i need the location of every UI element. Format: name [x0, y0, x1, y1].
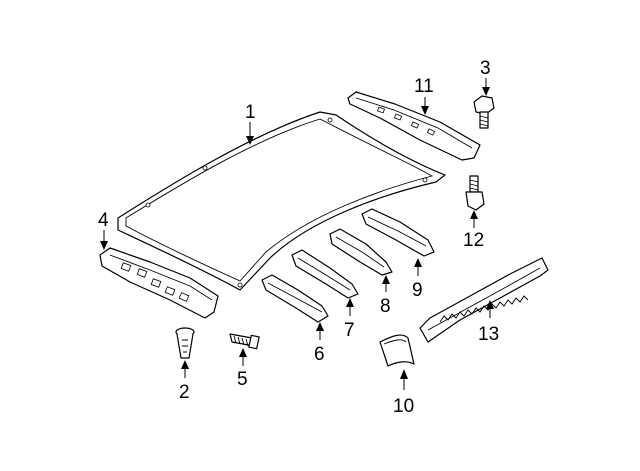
callout-8: 8 [380, 296, 391, 317]
callout-11: 11 [414, 76, 434, 97]
leader-lines [100, 78, 494, 390]
part-3-bolt [473, 95, 495, 129]
part-13-side-rail [419, 257, 549, 343]
part-12-bolt [465, 175, 485, 211]
part-7-roof-bow [291, 249, 359, 299]
part-4-front-header [99, 247, 219, 319]
part-9-roof-bow [361, 208, 435, 257]
callout-12: 12 [463, 230, 484, 251]
callout-9: 9 [412, 280, 423, 301]
part-2-clip [175, 327, 195, 359]
callout-6: 6 [314, 344, 325, 365]
callout-4: 4 [98, 210, 109, 231]
part-8-roof-bow [329, 228, 393, 276]
part-1-roof-panel [117, 111, 446, 291]
callout-5: 5 [237, 369, 248, 390]
callout-13: 13 [478, 324, 499, 345]
callout-10: 10 [393, 396, 414, 417]
callouts: 1 2 3 4 5 6 7 8 9 10 11 12 13 [98, 58, 499, 417]
part-6-roof-bow [261, 274, 329, 323]
callout-7: 7 [344, 320, 355, 341]
part-11-rear-header [347, 91, 481, 161]
part-5-bolt [229, 333, 260, 350]
callout-1: 1 [245, 102, 256, 123]
callout-2: 2 [179, 382, 190, 403]
callout-3: 3 [480, 58, 491, 79]
part-10-bracket [379, 334, 415, 367]
